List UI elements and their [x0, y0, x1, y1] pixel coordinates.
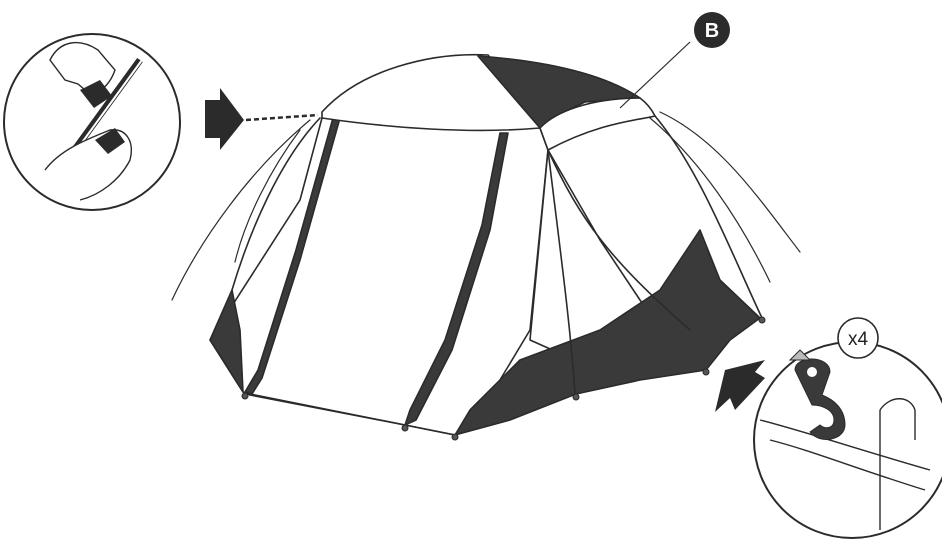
label-b-badge: B [694, 12, 730, 48]
guyline-right-1 [660, 112, 800, 252]
label-b-text: B [705, 20, 719, 42]
hook-detail-icon [754, 342, 942, 538]
hand-clip-detail-icon [4, 34, 180, 210]
clip-count-badge: x4 [838, 318, 878, 358]
arrow-icon [715, 360, 765, 412]
tent [172, 55, 800, 440]
label-b-leader [620, 42, 690, 108]
clip-count-text: x4 [848, 329, 869, 350]
